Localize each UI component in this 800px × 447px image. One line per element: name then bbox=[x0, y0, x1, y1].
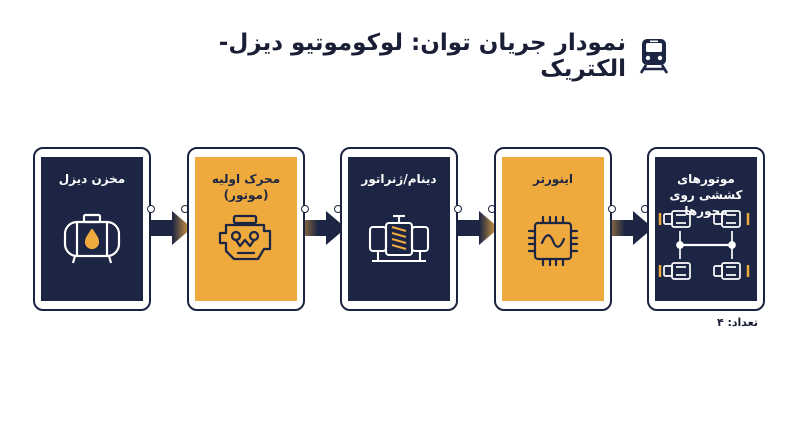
stage-panel: دینام/ژنراتور bbox=[348, 157, 450, 301]
stage-panel: موتورهای کششی روی محورها bbox=[655, 157, 757, 301]
generator-icon bbox=[366, 213, 432, 271]
train-icon bbox=[638, 38, 670, 74]
stage-label: اینورتر bbox=[533, 172, 573, 186]
fuel-tank-icon bbox=[61, 213, 123, 269]
stage-panel: مخزن دیزل bbox=[41, 157, 143, 301]
stage-generator: دینام/ژنراتور bbox=[340, 147, 458, 311]
stage-label: موتورهای کششی روی محورها bbox=[669, 172, 743, 218]
stage-label: مخزن دیزل bbox=[58, 172, 126, 186]
flow-arrow-2 bbox=[290, 211, 346, 245]
traction-motor-count: تعداد: ۴ bbox=[716, 316, 758, 329]
stage-prime-mover: محرک اولیه (موتور) bbox=[187, 147, 305, 311]
stage-diesel-tank: مخزن دیزل bbox=[33, 147, 151, 311]
stage-label: محرک اولیه (موتور) bbox=[211, 172, 281, 202]
stage-panel: اینورتر bbox=[502, 157, 604, 301]
stage-label: دینام/ژنراتور bbox=[361, 172, 437, 186]
stage-panel: محرک اولیه (موتور) bbox=[195, 157, 297, 301]
traction-motors-icon bbox=[658, 205, 754, 293]
page-title: نمودار جریان توان: لوکوموتیو دیزل-الکتری… bbox=[218, 30, 626, 82]
engine-icon bbox=[214, 213, 278, 271]
flow-arrow-3 bbox=[443, 211, 499, 245]
stage-traction-motors: موتورهای کششی روی محورها bbox=[647, 147, 765, 311]
connector-dot bbox=[454, 205, 462, 213]
connector-dot bbox=[608, 205, 616, 213]
connector-dot bbox=[301, 205, 309, 213]
flow-arrow-1 bbox=[136, 211, 192, 245]
inverter-chip-icon bbox=[525, 213, 581, 273]
diagram-title: نمودار جریان توان: لوکوموتیو دیزل-الکتری… bbox=[150, 30, 670, 82]
connector-dot bbox=[147, 205, 155, 213]
flow-arrow-4 bbox=[597, 211, 653, 245]
stage-inverter: اینورتر bbox=[494, 147, 612, 311]
